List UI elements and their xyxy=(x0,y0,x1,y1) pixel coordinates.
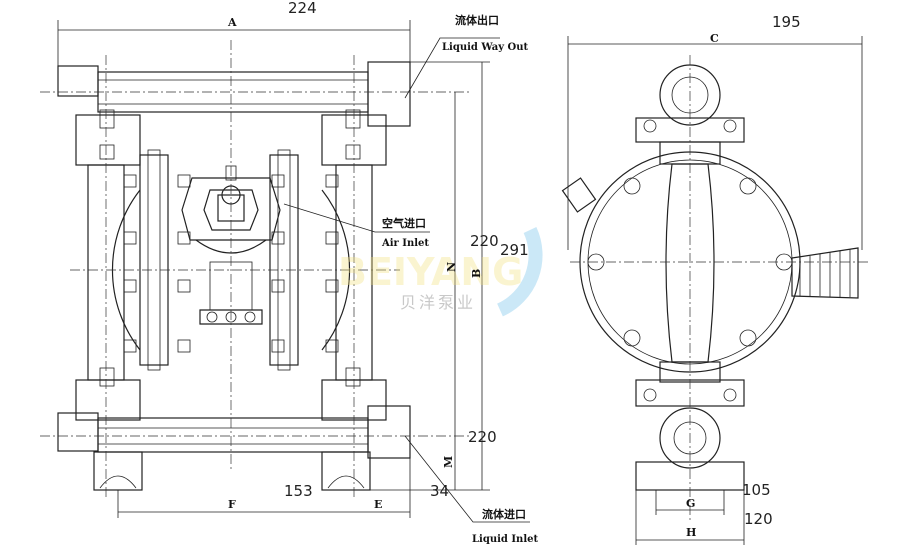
dim-f-value: 153 xyxy=(284,482,313,500)
watermark: BEIYANG 贝洋泵业 xyxy=(338,227,543,317)
dim-n-value: 220 xyxy=(470,232,499,250)
dim-f-letter: F xyxy=(228,498,236,511)
outlet-label-cn: 流体出口 xyxy=(455,13,499,27)
outlet-label-en: Liquid Way Out xyxy=(442,42,528,53)
dim-e-value: 34 xyxy=(430,482,449,500)
dim-a-value: 224 xyxy=(288,0,317,17)
liquid-inlet-label-cn: 流体进口 xyxy=(482,507,526,521)
dim-a-letter: A xyxy=(227,16,237,29)
dim-m-letter: M xyxy=(442,456,455,468)
side-dimensions xyxy=(567,36,863,545)
front-dimensions xyxy=(57,20,530,523)
dim-b-letter: B xyxy=(470,269,483,278)
dim-g-value: 105 xyxy=(742,481,771,499)
air-inlet-label-en: Air Inlet xyxy=(381,238,429,249)
dim-h-value: 120 xyxy=(744,510,773,528)
front-view xyxy=(40,40,470,500)
dim-c-value: 195 xyxy=(772,13,801,31)
dim-e-letter: E xyxy=(374,498,382,511)
dim-n-letter: N xyxy=(445,262,458,272)
dim-g-letter: G xyxy=(686,497,695,510)
svg-text:贝洋泵业: 贝洋泵业 xyxy=(400,293,476,312)
liquid-inlet-label-en: Liquid Inlet xyxy=(472,534,538,545)
dim-b-value: 291 xyxy=(500,241,529,259)
side-view xyxy=(561,55,870,520)
dim-c-letter: C xyxy=(710,32,719,45)
dim-m-value: 220 xyxy=(468,428,497,446)
dim-h-letter: H xyxy=(686,526,696,539)
air-inlet-label-cn: 空气进口 xyxy=(382,216,426,230)
svg-text:BEIYANG: BEIYANG xyxy=(338,250,523,294)
